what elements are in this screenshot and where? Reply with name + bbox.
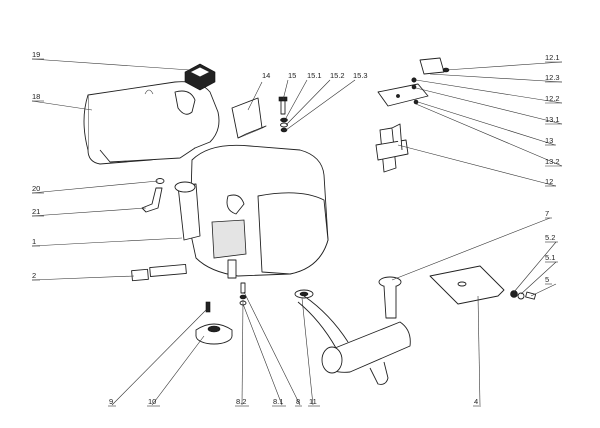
callout-20: 20: [32, 184, 40, 193]
callout-underlines: [32, 58, 562, 407]
pipe-2-drawing: [131, 263, 187, 282]
fuel-tank-drawing: [83, 81, 220, 165]
callout-12: 12: [545, 177, 553, 186]
callout-13-1: 13.1: [545, 115, 560, 124]
heat-shield-drawing: [429, 265, 505, 305]
callout-2: 2: [32, 271, 36, 280]
callout-15-1: 15.1: [307, 71, 322, 80]
pulley-drawing: [195, 301, 233, 345]
callout-15: 15: [288, 71, 296, 80]
callout-18: 18: [32, 92, 40, 101]
gasket-11-drawing: [294, 289, 314, 299]
fuel-cap-drawing: [184, 63, 216, 91]
callout-5: 5: [545, 275, 549, 284]
engine-drawing: [174, 144, 329, 279]
callout-10: 10: [148, 397, 156, 406]
leader-lines: [31, 58, 563, 406]
callout-9: 9: [109, 397, 113, 406]
callout-15-3: 15.3: [353, 71, 368, 80]
callout-labels: 19 18 14 15 15.1 15.2 15.3 12.1 12.3 12.…: [32, 50, 560, 406]
bolt-5-drawing: [510, 290, 537, 300]
callout-5-2: 5.2: [545, 233, 555, 242]
callout-5-1: 5.1: [545, 253, 555, 262]
callout-12-3: 12.3: [545, 73, 560, 82]
callout-13-2: 13.2: [545, 157, 560, 166]
bolt-15-drawing: [278, 96, 288, 133]
bracket-14-drawing: [231, 97, 267, 139]
callout-8-1: 8.1: [273, 397, 283, 406]
callout-12-2: 12.2: [545, 94, 560, 103]
callout-7: 7: [545, 209, 549, 218]
muffler-drawing: [297, 276, 411, 385]
callout-8: 8: [296, 397, 300, 406]
fuel-hose-drawing: [141, 178, 165, 213]
callout-11: 11: [309, 397, 317, 406]
callout-12-1: 12.1: [545, 53, 560, 62]
callout-15-2: 15.2: [330, 71, 345, 80]
callout-1: 1: [32, 237, 36, 246]
support-bracket-12-drawing: [375, 123, 409, 173]
callout-14: 14: [262, 71, 270, 80]
callout-8-2: 8.2: [236, 397, 246, 406]
cover-assembly-drawing: [377, 57, 450, 107]
callout-13: 13: [545, 136, 553, 145]
callout-19: 19: [32, 50, 40, 59]
callout-21: 21: [32, 207, 40, 216]
callout-4: 4: [474, 397, 478, 406]
